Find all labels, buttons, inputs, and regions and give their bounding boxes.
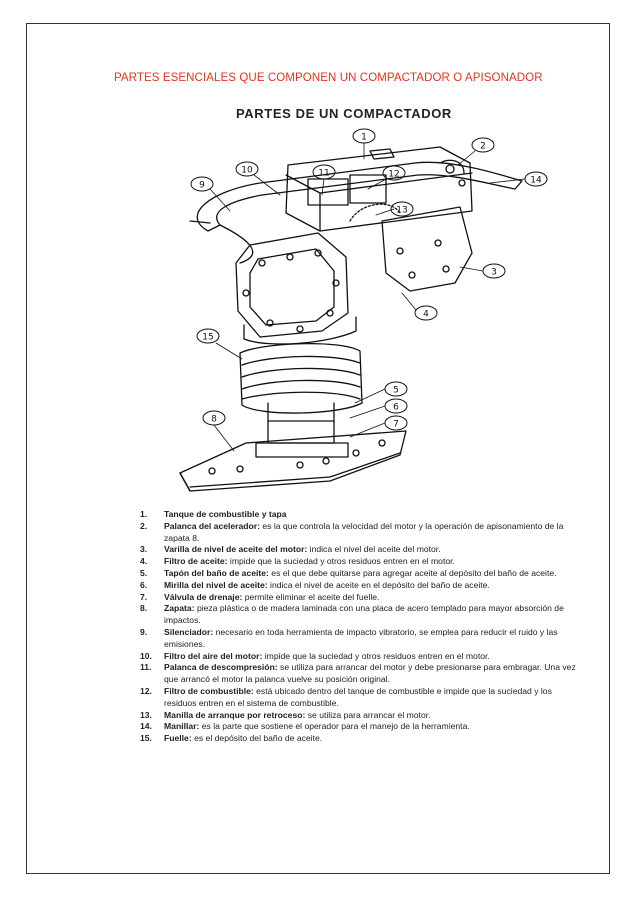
callout-number: 2 (480, 142, 486, 152)
list-item: 14. Manillar: es la parte que sostiene el… (140, 721, 580, 733)
item-description: impide que la suciedad y otros residuos … (262, 650, 490, 661)
list-item: 9. Silenciador: necesario en toda herrami… (140, 627, 580, 651)
item-term: Varilla de nivel de aceite del motor: (164, 544, 308, 555)
item-description: es la parte que sostiene el operador par… (199, 721, 470, 732)
item-number: 15. (140, 733, 152, 744)
item-term: Manilla de arranque por retroceso: (164, 709, 306, 720)
callout-number: 13 (396, 206, 407, 216)
callout-number: 12 (388, 170, 399, 180)
item-number: 10. (140, 650, 152, 661)
item-number: 2. (140, 520, 148, 531)
callout-number: 5 (393, 386, 399, 396)
list-item: 13. Manilla de arranque por retroceso: se… (140, 710, 580, 722)
callout-number: 9 (199, 181, 205, 191)
item-description: impide que la suciedad y otros residuos … (227, 556, 455, 567)
item-number: 1. (140, 509, 148, 519)
item-term: Manillar: (164, 721, 200, 732)
list-item: 5. Tapón del baño de aceite: es el que de… (140, 568, 580, 580)
item-number: 8. (140, 603, 148, 614)
callout-number: 1 (361, 133, 367, 143)
crankcase (235, 232, 349, 338)
list-item: 4. Filtro de aceite: impide que la sucied… (140, 556, 580, 568)
item-description: permite eliminar el aceite del fuelle. (242, 591, 380, 602)
list-item: 8. Zapata: pieza plástica o de madera lam… (140, 603, 580, 627)
item-description: es la que controla la velocidad del moto… (164, 520, 564, 543)
item-number: 13. (140, 709, 152, 720)
item-term: Tapón del baño de aceite: (164, 567, 269, 578)
handle-bar (196, 161, 523, 232)
item-number: 4. (140, 556, 148, 567)
callout-number: 6 (393, 403, 399, 413)
callout-number: 15 (202, 333, 213, 343)
page-frame (26, 23, 610, 874)
item-description: indica el nivel del aceite del motor. (307, 544, 441, 555)
compactor-figure: PARTES DE UN COMPACTADOR (150, 103, 550, 503)
item-term: Filtro de combustible: (164, 685, 254, 696)
item-description: pieza plástica o de madera laminada con … (164, 603, 564, 626)
bellows (239, 342, 363, 414)
callout-number: 4 (423, 310, 429, 320)
item-term: Palanca de descompresión: (164, 662, 278, 673)
item-number: 5. (140, 567, 148, 578)
item-number: 7. (140, 591, 148, 602)
parts-legend: 1. Tanque de combustible y tapa 2. Palanca… (140, 509, 580, 745)
list-item: 11. Palanca de descompresión: se utiliza … (140, 662, 580, 686)
item-term: Silenciador: (164, 626, 214, 637)
fuel-tank (285, 146, 473, 232)
callout-number: 7 (393, 420, 399, 430)
item-number: 11. (140, 662, 152, 673)
callout-number: 14 (530, 176, 542, 186)
callout-number: 10 (241, 166, 253, 176)
item-description: necesario en toda herramienta de impacto… (164, 626, 558, 649)
item-description: se utiliza para arrancar el motor. (305, 709, 431, 720)
page-heading: PARTES ESENCIALES QUE COMPONEN UN COMPAC… (114, 72, 543, 84)
item-description: está ubicado dentro del tanque de combus… (164, 685, 552, 708)
callout-number: 8 (211, 415, 217, 425)
item-term: Mirilla del nivel de aceite: (164, 579, 268, 590)
list-item: 10. Filtro del aire del motor: impide que… (140, 651, 580, 663)
callout-number: 11 (318, 169, 329, 179)
item-description: se utiliza para arrancar del motor y deb… (164, 662, 576, 685)
item-term: Zapata: (164, 603, 195, 614)
item-description: indica el nivel de aceite en el depósito… (267, 579, 490, 590)
engine-block (381, 206, 473, 292)
list-item: 2. Palanca del acelerador: es la que cont… (140, 521, 580, 545)
compactor-drawing: 1 2 3 4 5 6 7 8 9 10 11 12 13 14 15 (179, 128, 548, 492)
list-item: 1. Tanque de combustible y tapa (140, 509, 580, 521)
item-term: Tanque de combustible y tapa (164, 509, 287, 519)
item-term: Fuelle: (164, 733, 192, 744)
list-item: 15. Fuelle: es el depósito del baño de ac… (140, 733, 580, 745)
list-item: 3.Varilla de nivel de aceite del motor: … (140, 544, 580, 556)
item-description: es el depósito del baño de aceite. (191, 733, 323, 744)
list-item: 7. Válvula de drenaje: permite eliminar e… (140, 592, 580, 604)
list-item: 6. Mirilla del nivel de aceite: indica el… (140, 580, 580, 592)
item-term: Palanca del acelerador: (164, 520, 261, 531)
callout-number: 3 (491, 268, 497, 278)
item-number: 12. (140, 685, 152, 696)
item-description: es el que debe quitarse para agregar ace… (268, 567, 557, 578)
list-item: 12. Filtro de combustible: está ubicado d… (140, 686, 580, 710)
item-number: 9. (140, 626, 148, 637)
item-number: 14. (140, 721, 152, 732)
item-number: 3. (140, 544, 148, 555)
item-term: Filtro de aceite: (164, 556, 228, 567)
item-term: Filtro del aire del motor: (164, 650, 263, 661)
item-term: Válvula de drenaje: (164, 591, 243, 602)
figure-title: PARTES DE UN COMPACTADOR (236, 106, 452, 121)
shoe (179, 430, 407, 492)
item-number: 6. (140, 579, 148, 590)
